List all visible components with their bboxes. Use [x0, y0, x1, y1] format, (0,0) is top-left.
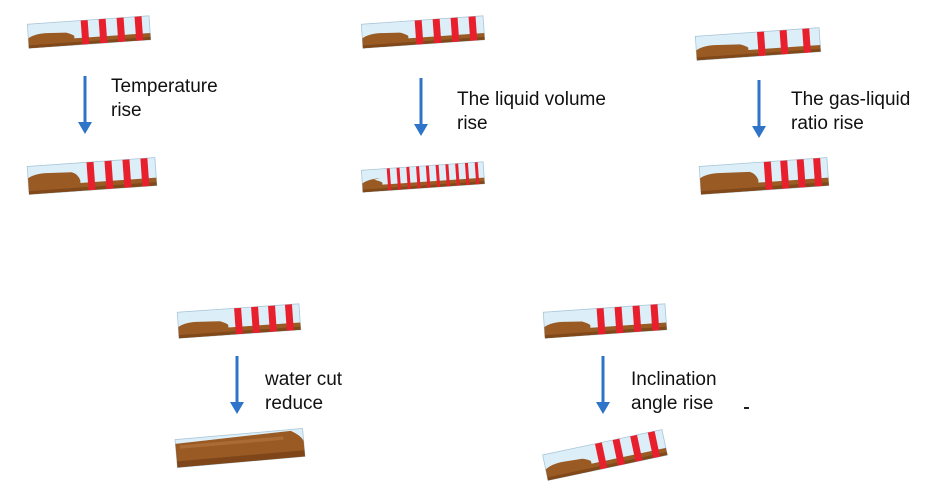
liquid-slug	[450, 17, 460, 42]
down-arrow-icon	[596, 356, 610, 414]
liquid-slug	[98, 18, 108, 44]
pipe-after-gas-liquid-ratio	[698, 157, 830, 195]
down-arrow-icon	[414, 78, 428, 136]
liquid-slug	[104, 160, 114, 190]
liquid-slug	[612, 438, 625, 466]
liquid-slug	[468, 16, 478, 41]
pipe-after-temperature	[26, 157, 158, 195]
liquid-slug	[425, 165, 431, 188]
liquid-slug	[763, 161, 773, 190]
pipe-after-inclination-angle	[542, 429, 668, 481]
pipe-liquid-shadow	[176, 450, 305, 468]
liquid-slug	[630, 434, 643, 462]
liquid-slug	[116, 17, 126, 42]
liquid-slug	[432, 18, 442, 44]
pipe-after-water-cut	[174, 428, 306, 468]
liquid-slug	[284, 304, 294, 331]
liquid-slug	[268, 305, 277, 332]
down-arrow-icon	[78, 76, 92, 134]
liquid-slug	[780, 160, 790, 189]
liquid-slug	[650, 304, 660, 331]
pipe-before-inclination-angle	[542, 303, 668, 339]
pipe-after-liquid-volume	[360, 161, 486, 193]
down-arrow-icon	[752, 80, 766, 138]
pipe-liquid-shadow	[700, 182, 829, 195]
liquid-slug	[756, 31, 766, 56]
liquid-slug	[647, 431, 661, 459]
pipe-before-temperature	[26, 15, 152, 49]
liquid-slug	[435, 164, 441, 188]
stray-dash	[744, 407, 749, 409]
liquid-slug	[396, 167, 402, 190]
label-inclination-angle: Inclination angle rise	[631, 369, 717, 414]
down-arrow-icon	[230, 356, 244, 414]
pipe-liquid-highlight	[179, 436, 284, 449]
liquid-slug	[122, 159, 132, 188]
pipe-before-liquid-volume	[360, 15, 486, 49]
liquid-slug	[455, 163, 460, 186]
liquid-slug	[802, 28, 811, 53]
liquid-slug	[140, 158, 150, 187]
liquid-slug	[234, 307, 243, 335]
liquid-slug	[464, 162, 470, 185]
liquid-slug	[134, 16, 144, 41]
liquid-slug	[416, 166, 421, 189]
liquid-slug	[445, 164, 450, 187]
liquid-slug	[594, 442, 608, 470]
liquid-slug	[406, 166, 411, 190]
label-liquid-volume: The liquid volume rise	[457, 89, 606, 134]
liquid-slug	[86, 161, 96, 191]
liquid-slug	[779, 29, 789, 55]
label-gas-liquid-ratio: The gas-liquid ratio rise	[791, 89, 911, 134]
pipe-before-water-cut	[176, 303, 302, 339]
liquid-slug	[596, 308, 606, 335]
liquid-slug	[80, 20, 90, 45]
liquid-slug	[796, 159, 806, 188]
liquid-slug	[414, 20, 424, 45]
pipe-liquid-shadow	[362, 181, 485, 193]
label-water-cut: water cut reduce	[265, 369, 343, 414]
liquid-slug	[813, 158, 823, 187]
liquid-slug	[386, 168, 392, 191]
liquid-slug	[632, 305, 642, 332]
liquid-slug	[474, 162, 480, 185]
liquid-slug	[251, 306, 260, 334]
label-temperature: Temperature rise	[111, 76, 218, 121]
pipe-before-gas-liquid-ratio	[694, 27, 822, 61]
liquid-slug	[614, 306, 624, 334]
